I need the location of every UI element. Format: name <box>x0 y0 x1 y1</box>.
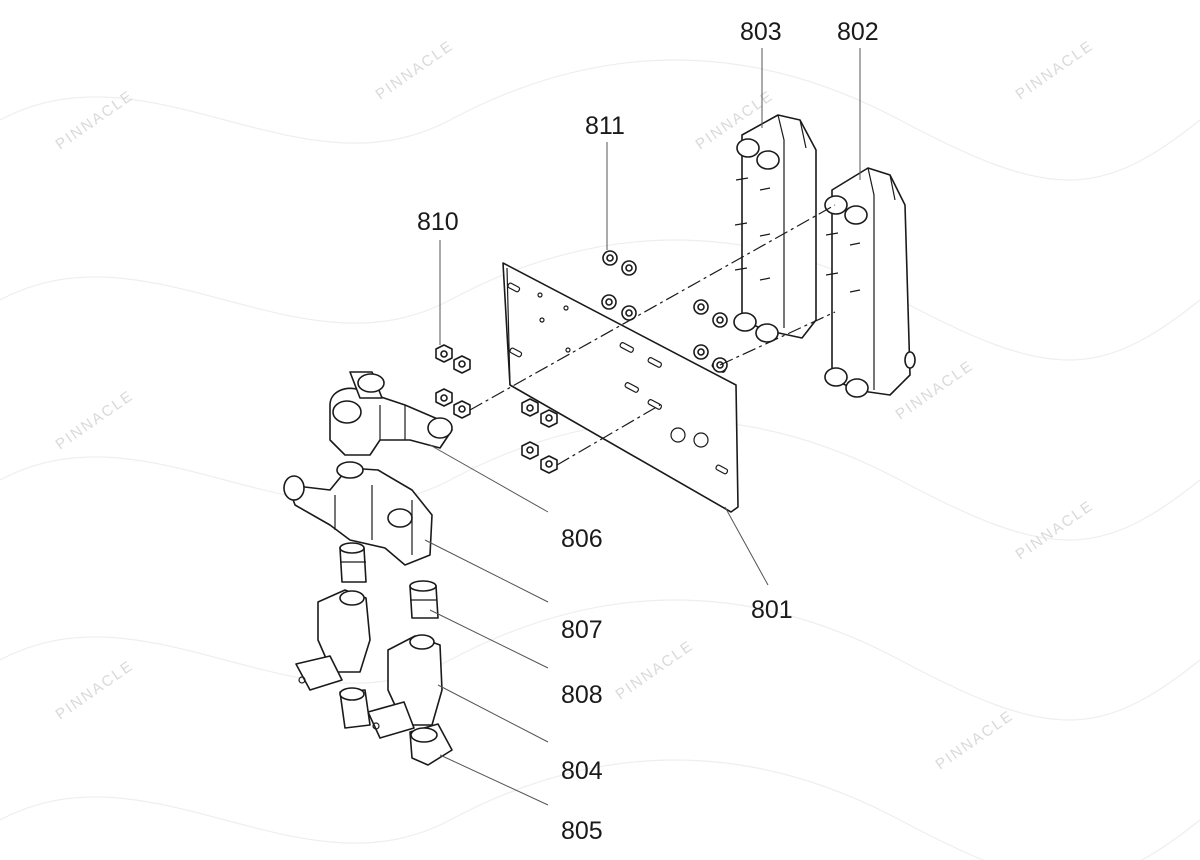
callout-807: 807 <box>561 616 603 644</box>
background-pattern <box>0 59 1200 860</box>
callout-801: 801 <box>751 596 793 624</box>
svg-text:PINNACLE: PINNACLE <box>1013 497 1097 563</box>
callout-803: 803 <box>740 18 782 46</box>
svg-text:PINNACLE: PINNACLE <box>613 637 697 703</box>
solenoid-valve-804a <box>295 589 371 691</box>
pipe-assembly-806 <box>329 371 453 456</box>
nuts-810 <box>435 344 558 474</box>
callout-808: 808 <box>561 681 603 709</box>
assembly-axes <box>469 204 836 466</box>
callout-810: 810 <box>417 208 459 236</box>
mounting-plate-801 <box>502 262 739 513</box>
svg-text:PINNACLE: PINNACLE <box>933 707 1017 773</box>
svg-text:PINNACLE: PINNACLE <box>53 657 137 723</box>
elbows-805 <box>339 687 453 766</box>
callout-labels: 803 802 811 810 806 801 807 808 804 805 <box>417 18 879 845</box>
heat-exchanger-803 <box>733 114 817 343</box>
solenoid-valve-804b <box>367 634 443 739</box>
nuts-811 <box>601 250 728 373</box>
callout-802: 802 <box>837 18 879 46</box>
svg-text:PINNACLE: PINNACLE <box>373 37 457 103</box>
heat-exchanger-802 <box>824 167 916 398</box>
callout-805: 805 <box>561 817 603 845</box>
svg-text:PINNACLE: PINNACLE <box>1013 37 1097 103</box>
svg-text:PINNACLE: PINNACLE <box>53 387 137 453</box>
callout-811: 811 <box>585 112 625 140</box>
leader-lines <box>424 48 861 806</box>
callout-804: 804 <box>561 757 603 785</box>
callout-806: 806 <box>561 525 603 553</box>
valve-assembly-807 <box>283 461 433 566</box>
